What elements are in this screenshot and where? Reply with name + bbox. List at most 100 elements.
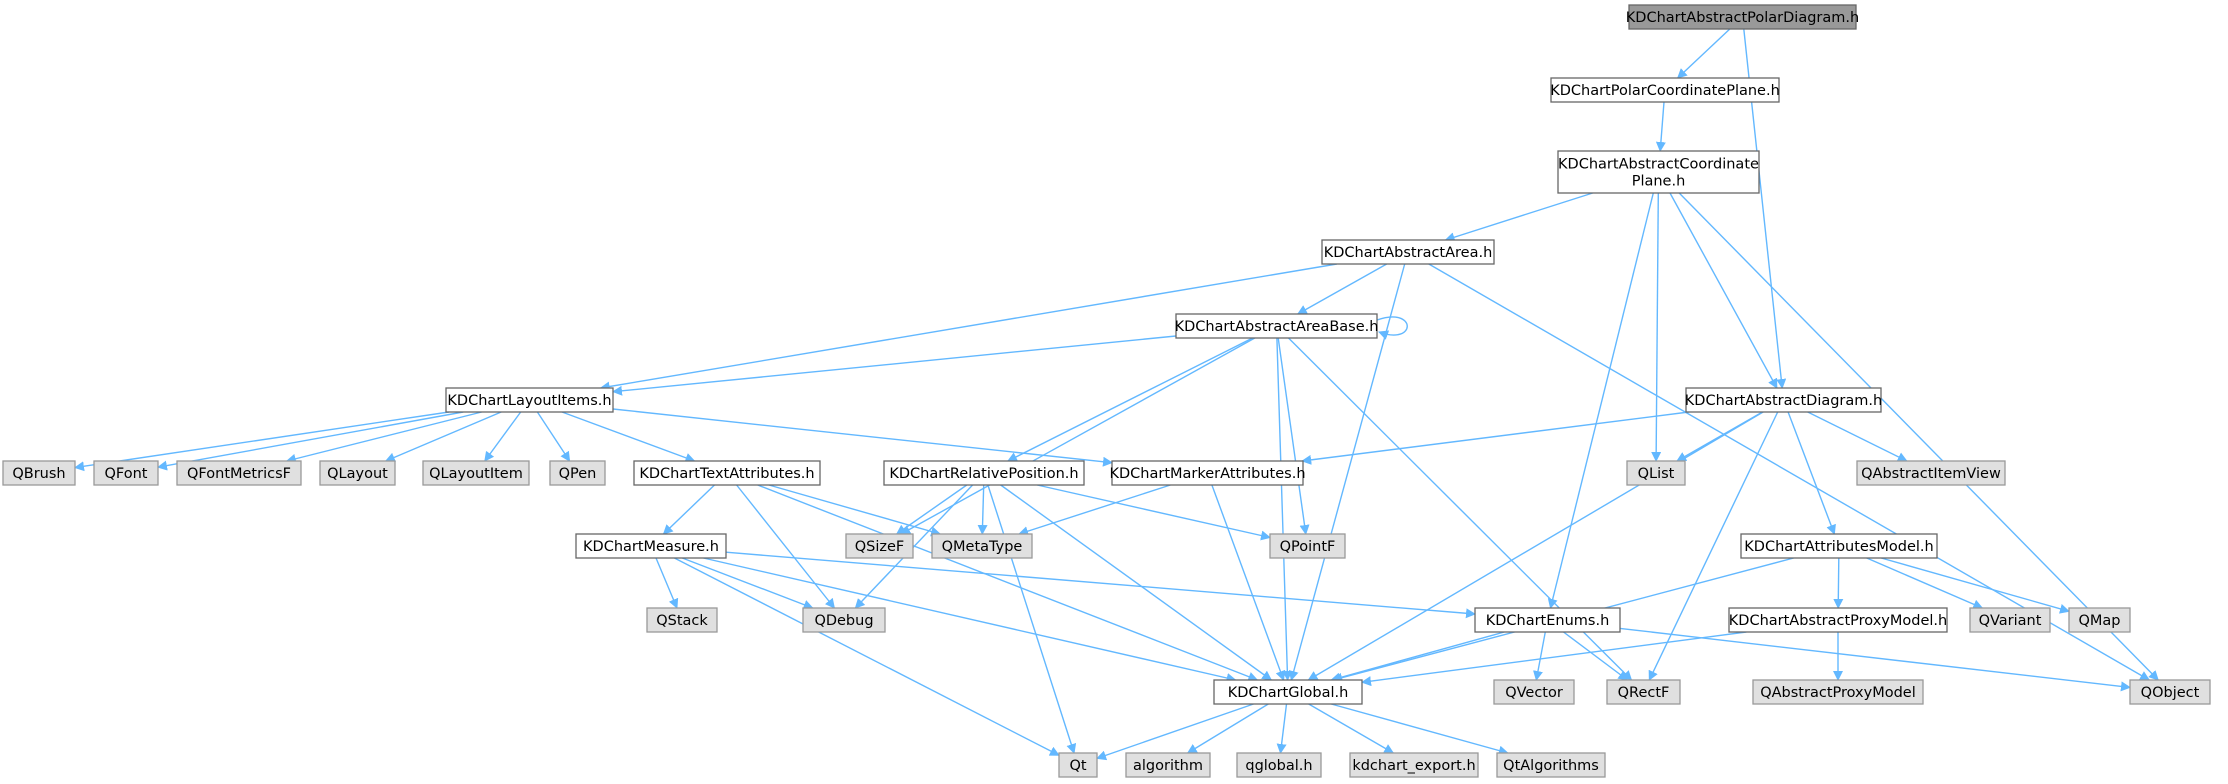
node-box-qpen: [549, 460, 606, 486]
node-attributesmodel[interactable]: KDChartAttributesModel.h: [1740, 533, 1938, 559]
node-label-global: KDChartGlobal.h: [1228, 685, 1349, 701]
edge-measure-to-global: [703, 557, 1237, 683]
edge-layoutitems-to-qpen: [536, 411, 571, 462]
node-qvariant: QVariant: [1969, 607, 2051, 633]
node-box-measure: [575, 533, 727, 559]
edge-relativeposition-to-qdebug: [854, 484, 974, 609]
node-abstractarea[interactable]: KDChartAbstractArea.h: [1321, 239, 1495, 265]
node-label-algorithm: algorithm: [1133, 758, 1203, 774]
edge-attributesmodel-to-qmap: [1881, 557, 2070, 614]
node-box-markerattributes: [1111, 460, 1304, 486]
node-box-qobject: [2129, 679, 2211, 705]
edge-enums-to-qrectf: [1563, 631, 1629, 681]
edge-layoutitems-to-markerattributes: [612, 408, 1113, 467]
node-box-qstack: [646, 607, 718, 633]
edge-abstractareabase-to-qsizef: [900, 337, 1256, 535]
node-relativeposition[interactable]: KDChartRelativePosition.h: [883, 460, 1085, 486]
node-polarcoordinateplane[interactable]: KDChartPolarCoordinatePlane.h: [1550, 77, 1780, 103]
node-label-qabstractproxymodel: QAbstractProxyModel: [1760, 685, 1916, 701]
edge-layoutitems-to-qfontmetricsf: [285, 411, 482, 464]
node-label-relativeposition: KDChartRelativePosition.h: [889, 466, 1078, 482]
node-enums[interactable]: KDChartEnums.h: [1474, 607, 1621, 633]
node-box-qvector: [1493, 679, 1575, 705]
node-box-qdebug: [802, 607, 886, 633]
edge-polarcoordinateplane-to-abstractcoordinateplane: [1655, 101, 1666, 152]
node-box-qlayout: [319, 460, 396, 486]
node-abstractdiagram[interactable]: KDChartAbstractDiagram.h: [1685, 387, 1882, 413]
edge-layoutitems-to-textattributes: [561, 411, 696, 463]
node-box-qabstractproxymodel: [1752, 679, 1924, 705]
node-label-qsizef: QSizeF: [855, 539, 905, 555]
node-box-abstractpolardiagram: [1628, 4, 1857, 30]
edge-layoutitems-to-qbrush: [74, 411, 450, 472]
node-box-algorithm: [1125, 752, 1211, 778]
node-label-abstractpolardiagram: KDChartAbstractPolarDiagram.h: [1626, 10, 1859, 26]
node-markerattributes[interactable]: KDChartMarkerAttributes.h: [1109, 460, 1306, 486]
node-box-qlist: [1626, 460, 1686, 486]
node-box-polarcoordinateplane: [1550, 77, 1780, 103]
node-label-abstractareabase: KDChartAbstractAreaBase.h: [1175, 319, 1379, 335]
node-qpointf: QPointF: [1269, 533, 1346, 559]
node-box-qtalgorithms: [1496, 752, 1606, 778]
node-box-qrectf: [1606, 679, 1681, 705]
node-label-attributesmodel: KDChartAttributesModel.h: [1744, 539, 1933, 555]
node-box-abstractarea: [1321, 239, 1495, 265]
edge-relativeposition-to-qt: [987, 484, 1077, 754]
node-kdchart_export: kdchart_export.h: [1349, 752, 1479, 778]
node-qrectf: QRectF: [1606, 679, 1681, 705]
node-qglobal: qglobal.h: [1236, 752, 1322, 778]
edge-abstractdiagram-to-attributesmodel: [1787, 411, 1836, 535]
node-box-abstractcoordinateplane: [1557, 150, 1760, 194]
node-box-qbrush: [2, 460, 76, 486]
node-textattributes[interactable]: KDChartTextAttributes.h: [633, 460, 821, 486]
edge-measure-to-qt: [674, 557, 1060, 756]
edge-layoutitems-to-qlayoutitem: [484, 411, 522, 462]
edge-layoutitems-to-qlayout: [384, 411, 502, 463]
node-qstack: QStack: [646, 607, 718, 633]
node-label-abstractproxymodel: KDChartAbstractProxyModel.h: [1729, 613, 1947, 629]
edge-enums-to-global: [1330, 631, 1505, 683]
node-qvector: QVector: [1493, 679, 1575, 705]
edge-markerattributes-to-qmetatype: [1018, 484, 1171, 536]
node-label-qvariant: QVariant: [1979, 613, 2042, 629]
edge-textattributes-to-global: [757, 484, 1259, 682]
node-label-qstack: QStack: [656, 613, 708, 629]
node-box-qmap: [2068, 607, 2131, 633]
node-qabstractproxymodel: QAbstractProxyModel: [1752, 679, 1924, 705]
edge-markerattributes-to-global: [1211, 484, 1286, 681]
node-global[interactable]: KDChartGlobal.h: [1213, 679, 1363, 705]
node-label-textattributes: KDChartTextAttributes.h: [639, 466, 814, 482]
edge-measure-to-qstack: [655, 557, 679, 609]
node-layoutitems[interactable]: KDChartLayoutItems.h: [445, 387, 614, 413]
edge-attributesmodel-to-qvariant: [1866, 557, 1984, 610]
node-box-enums: [1474, 607, 1621, 633]
node-qlayoutitem: QLayoutItem: [422, 460, 530, 486]
edge-global-to-qglobal: [1276, 703, 1288, 754]
node-qabstractitemview: QAbstractItemView: [1856, 460, 2006, 486]
node-label-abstractarea: KDChartAbstractArea.h: [1324, 245, 1493, 261]
edge-abstractareabase-to-global: [1276, 337, 1293, 681]
edge-relativeposition-to-qmetatype: [977, 484, 988, 535]
node-label-markerattributes: KDChartMarkerAttributes.h: [1109, 466, 1305, 482]
node-abstractareabase[interactable]: KDChartAbstractAreaBase.h: [1175, 313, 1379, 339]
node-qt: Qt: [1058, 752, 1098, 778]
node-algorithm: algorithm: [1125, 752, 1211, 778]
dependency-edges: [74, 28, 2159, 761]
node-box-kdchart_export: [1349, 752, 1479, 778]
edge-measure-to-enums: [725, 551, 1476, 619]
edge-relativeposition-to-qpointf: [1037, 484, 1271, 541]
edge-abstractcoordinateplane-to-abstractarea: [1444, 192, 1593, 243]
node-abstractpolardiagram[interactable]: KDChartAbstractPolarDiagram.h: [1626, 4, 1859, 30]
edge-layoutitems-to-qfont: [157, 411, 464, 471]
node-abstractproxymodel[interactable]: KDChartAbstractProxyModel.h: [1728, 607, 1948, 633]
node-measure[interactable]: KDChartMeasure.h: [575, 533, 727, 559]
node-label-qlayout: QLayout: [327, 466, 388, 482]
node-qlist: QList: [1626, 460, 1686, 486]
node-box-qlayoutitem: [422, 460, 530, 486]
node-box-qsizef: [845, 533, 914, 559]
node-label-qmetatype: QMetaType: [942, 539, 1023, 555]
node-label-layoutitems: KDChartLayoutItems.h: [447, 393, 611, 409]
